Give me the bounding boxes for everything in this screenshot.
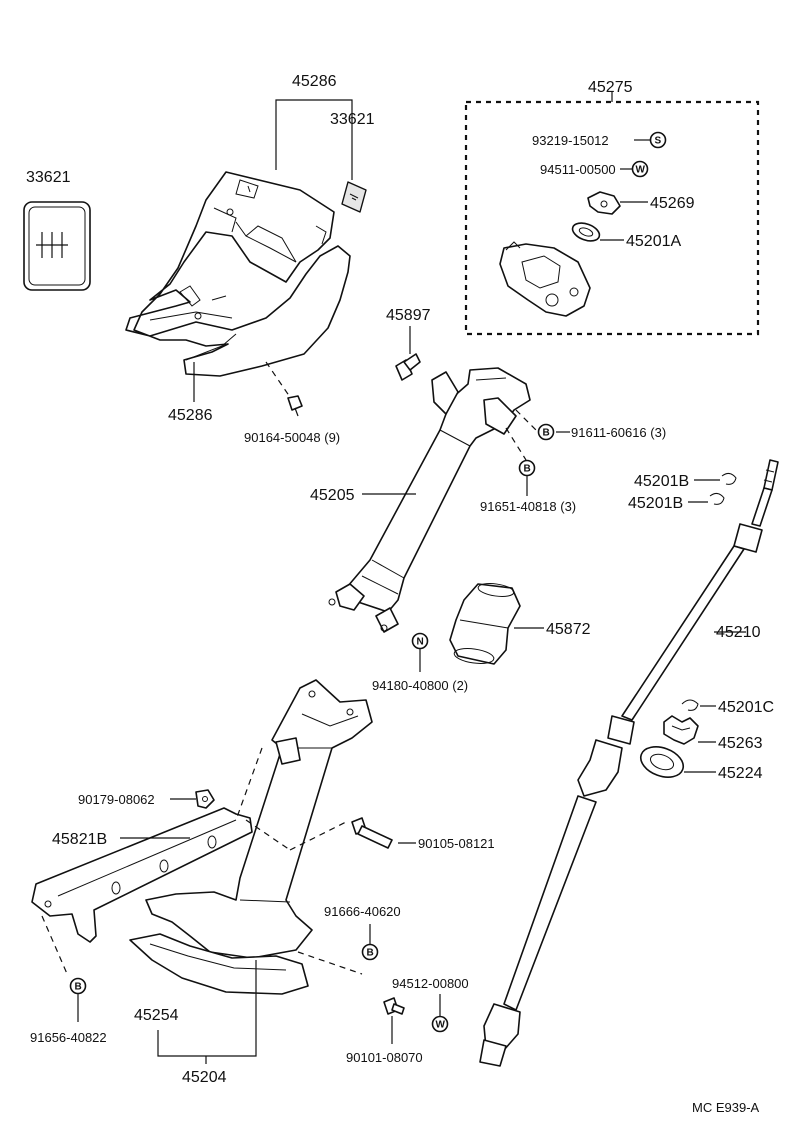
svg-text:B: B [524, 464, 531, 475]
label-33621-top: 33621 [330, 111, 375, 128]
bolt-90101 [383, 997, 405, 1015]
label-94180: 94180-40800 (2) [372, 678, 468, 693]
shift-pattern-plate [23, 201, 91, 291]
bearing-45224 [639, 746, 685, 778]
label-45872: 45872 [546, 621, 591, 638]
svg-text:B: B [75, 982, 82, 993]
label-91666: 91666-40620 [324, 904, 401, 919]
shift-pattern-icon [36, 232, 68, 258]
column-cover-upper [125, 171, 351, 377]
seal-45254 [129, 933, 309, 995]
label-45286-bottom: 45286 [168, 407, 213, 424]
label-94512: 94512-00800 [392, 976, 469, 991]
bolt-45897 [395, 353, 421, 381]
label-90101: 90101-08070 [346, 1050, 423, 1065]
snap-ring-45263 [663, 715, 699, 745]
label-33621-left: 33621 [26, 169, 71, 186]
label-90105: 90105-08121 [418, 836, 495, 851]
label-45286-top: 45286 [292, 73, 337, 90]
label-45224: 45224 [718, 765, 763, 782]
diagram-code: MC E939-A [692, 1100, 760, 1115]
svg-text:B: B [543, 428, 550, 439]
symbol-n-94180: N [411, 632, 429, 650]
label-45263: 45263 [718, 735, 763, 752]
symbol-s: S [649, 131, 667, 149]
label-93219: 93219-15012 [532, 133, 609, 148]
clip-45201b-2 [709, 492, 725, 505]
label-45254: 45254 [134, 1007, 179, 1024]
lock-ring-45201a [571, 222, 601, 242]
svg-text:W: W [436, 1020, 446, 1031]
label-91651: 91651-40818 (3) [480, 499, 576, 514]
label-45201b-2: 45201B [628, 495, 683, 512]
symbol-b-91656: B [69, 977, 87, 995]
clip-45201b-1 [721, 472, 737, 485]
label-94511: 94511-00500 [540, 162, 616, 177]
symbol-w-94511: W [631, 160, 649, 178]
label-45205: 45205 [310, 487, 355, 504]
lock-retainer [587, 191, 621, 215]
label-45897: 45897 [386, 307, 431, 324]
h-badge-icon [341, 181, 367, 213]
label-45201c: 45201C [718, 699, 774, 716]
label-45210: 45210 [716, 624, 761, 641]
label-45821b: 45821B [52, 831, 107, 848]
ignition-lock-housing [499, 241, 591, 317]
svg-text:W: W [636, 165, 646, 176]
symbol-b-91651: B [518, 459, 536, 477]
label-45204: 45204 [182, 1069, 227, 1086]
label-91656: 91656-40822 [30, 1030, 107, 1045]
label-45275: 45275 [588, 79, 633, 96]
svg-text:S: S [655, 136, 662, 147]
boot-45872 [449, 583, 521, 665]
clip-45201c [681, 699, 699, 711]
symbol-w-94512: W [431, 1015, 449, 1033]
nut-90179 [195, 789, 215, 809]
mounting-bracket-45821b [31, 807, 253, 943]
label-45201a: 45201A [626, 233, 681, 250]
label-90179: 90179-08062 [78, 792, 155, 807]
label-45201b-1: 45201B [634, 473, 689, 490]
screw-90164 [287, 395, 303, 417]
svg-text:N: N [417, 637, 424, 648]
symbol-b-91611: B [537, 423, 555, 441]
label-90164: 90164-50048 (9) [244, 430, 340, 445]
svg-text:B: B [367, 948, 374, 959]
label-45269: 45269 [650, 195, 695, 212]
bolt-90105 [351, 817, 393, 849]
label-91611: 91611-60616 (3) [571, 425, 666, 440]
symbol-b-91666: B [361, 943, 379, 961]
column-tube-45205 [328, 367, 531, 633]
steering-shaft-45210 [479, 459, 779, 1067]
